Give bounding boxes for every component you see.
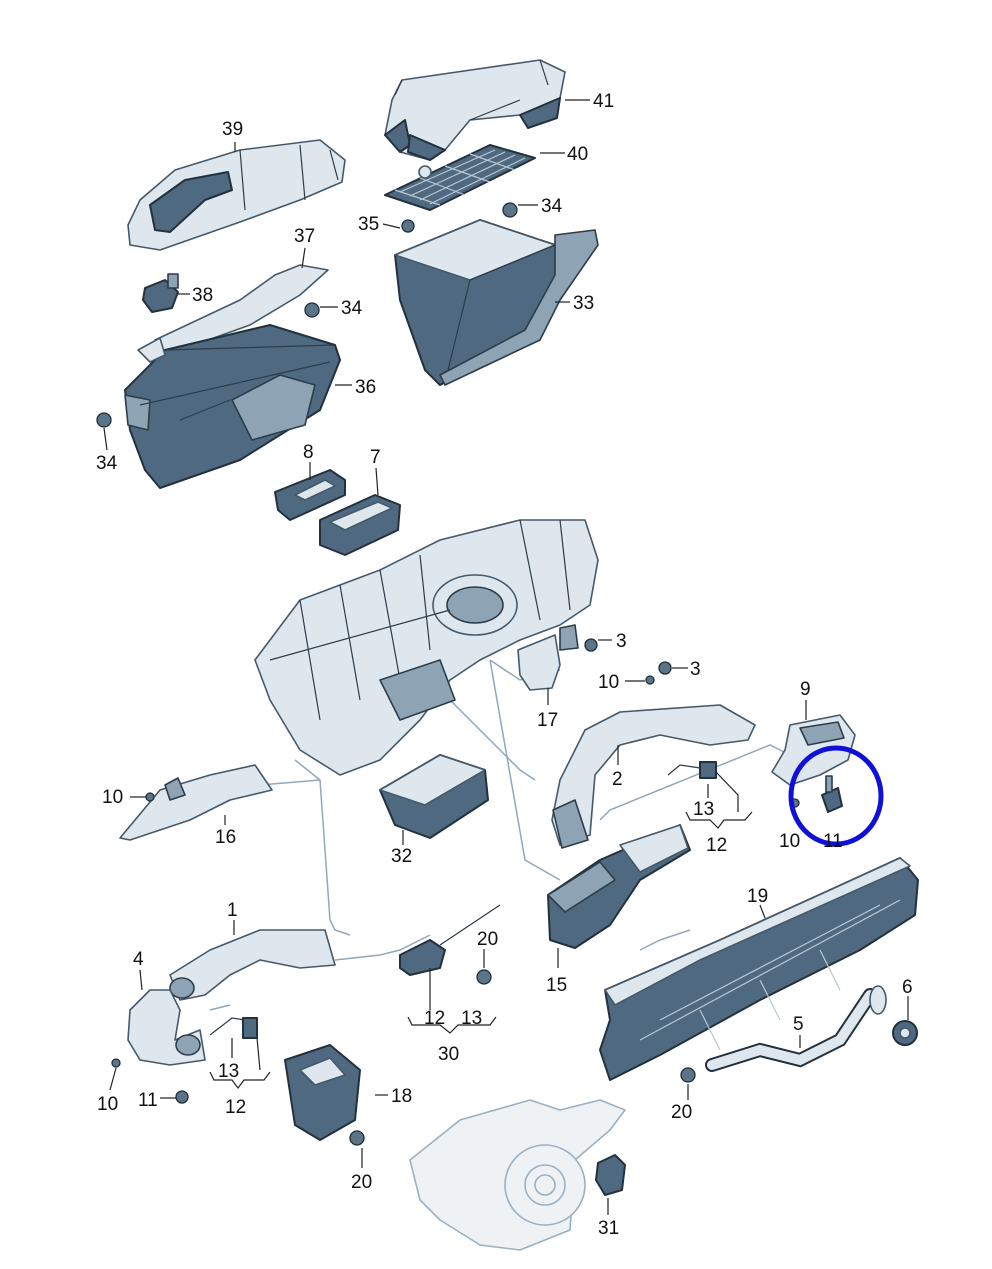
callout-10-left: 10: [102, 787, 123, 808]
callout-3-lower: 3: [690, 659, 701, 680]
callout-40: 40: [567, 144, 588, 165]
part-38-sensor: [142, 273, 179, 313]
callout-35: 35: [358, 214, 379, 235]
callout-13-right: 13: [693, 799, 714, 820]
part-13-cable-sensor-left: [209, 1017, 258, 1039]
fasteners: [96, 202, 800, 1146]
part-40-filter-grid: [384, 144, 536, 211]
callout-11-bottom: 11: [138, 1090, 158, 1111]
callout-18: 18: [391, 1086, 412, 1107]
callout-3-upper: 3: [616, 631, 627, 652]
callout-10-highlight: 10: [779, 831, 800, 852]
part-41-duct-cover: [384, 59, 566, 161]
callout-20-bottom: 20: [351, 1172, 372, 1193]
callout-30: 30: [438, 1044, 459, 1065]
callout-19: 19: [747, 886, 768, 907]
callout-34-mid: 34: [341, 298, 363, 319]
callout-38: 38: [192, 285, 213, 306]
callout-15: 15: [546, 975, 567, 996]
leader-lines: [103, 99, 909, 1215]
part-16-duct: [119, 764, 273, 841]
part-9-bracket: [771, 714, 856, 786]
callout-7: 7: [370, 447, 381, 468]
callout-9: 9: [800, 679, 811, 700]
callout-labels: 41 40 39 35 34 37 38 34 33 36 34 8 7 3 1…: [96, 91, 913, 1239]
callout-34-left: 34: [96, 453, 118, 474]
callout-31: 31: [598, 1218, 619, 1239]
callout-2: 2: [612, 769, 623, 790]
part-39-cover-frame: [127, 139, 346, 251]
part-8-vent: [274, 469, 346, 521]
callout-20-right: 20: [671, 1102, 692, 1123]
callout-8: 8: [303, 442, 314, 463]
callout-1: 1: [227, 900, 238, 921]
callout-12-right: 12: [706, 835, 727, 856]
callout-4: 4: [133, 949, 144, 970]
callout-17: 17: [537, 710, 558, 731]
callout-34-top: 34: [541, 196, 563, 217]
part-7-vent: [319, 494, 401, 556]
part-19-cross-member: [599, 857, 919, 1081]
callout-12-middle: 12: [424, 1008, 445, 1029]
callout-13-left: 13: [218, 1061, 239, 1082]
callout-41: 41: [593, 91, 614, 112]
callout-39: 39: [222, 119, 243, 140]
part-18-module: [284, 1044, 361, 1141]
part-1-duct: [169, 929, 336, 1001]
part-6-grommet: [892, 1020, 918, 1046]
part-4-duct: [127, 989, 206, 1066]
callout-20-middle: 20: [477, 929, 498, 950]
callout-33: 33: [573, 293, 594, 314]
callout-11-highlight: 11: [823, 831, 843, 852]
part-17-duct: [517, 624, 579, 691]
part-15-duct: [547, 824, 691, 949]
part-13-cable-sensor-right: [667, 761, 717, 779]
callout-13-middle: 13: [461, 1008, 482, 1029]
part-2-duct: [551, 704, 756, 849]
callout-36: 36: [355, 377, 376, 398]
part-5-hose: [705, 985, 887, 1072]
part-33-housing-box: [394, 219, 599, 386]
callout-32: 32: [391, 846, 412, 867]
callout-10-upper: 10: [598, 672, 619, 693]
callout-6: 6: [902, 977, 913, 998]
part-32-duct: [379, 754, 489, 839]
main-climate-unit: [254, 519, 599, 776]
callout-16: 16: [215, 827, 236, 848]
steering-column-area: [409, 1099, 626, 1251]
part-36-lower-tray: [124, 324, 341, 489]
callout-5: 5: [793, 1014, 804, 1035]
highlight-circle: [788, 745, 884, 847]
part-30-sensor-assembly: [399, 904, 501, 976]
callout-10-bottom: 10: [97, 1094, 118, 1115]
callout-12-left: 12: [225, 1097, 246, 1118]
callout-37: 37: [294, 226, 315, 247]
part-11-sensor-highlighted: [821, 775, 843, 813]
part-31-sensor: [595, 1154, 626, 1196]
